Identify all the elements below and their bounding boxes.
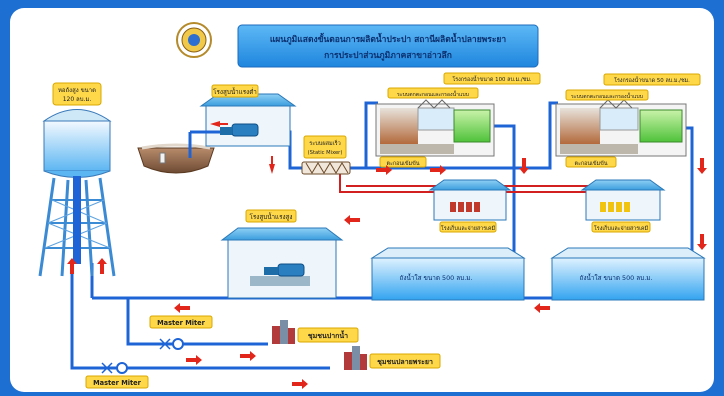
arrow-down-icon bbox=[519, 158, 529, 174]
static-mixer-label-en: (Static Mixer) bbox=[308, 150, 343, 156]
high-pump-label: โรงสูบน้ำแรงสูง bbox=[250, 212, 293, 221]
arrow-right-icon bbox=[240, 351, 256, 361]
clear-water-tank-1 bbox=[370, 247, 526, 301]
process-diagram: แผนภูมิแสดงขั้นตอนการผลิตน้ำประปา สถานีผ… bbox=[38, 22, 707, 389]
tower-label-box bbox=[52, 82, 102, 106]
high-pump-motor-icon bbox=[277, 263, 305, 277]
master-meter-1 bbox=[159, 338, 184, 350]
chem-house-2-label: โรงเก็บและจ่ายสารเคมี bbox=[594, 224, 649, 232]
arrow-right-icon bbox=[210, 121, 228, 127]
sediment-2-label: ระบบตกตะกอนและกรองน้ำแบบ bbox=[571, 92, 643, 100]
chemical-house-1 bbox=[428, 179, 512, 221]
community-1-label: ชุมชนปากน้ำ bbox=[308, 329, 348, 340]
raw-water-pond bbox=[137, 143, 215, 174]
pump-motor-icon bbox=[231, 123, 259, 137]
arrow-up-icon bbox=[67, 258, 77, 274]
master-meter-2 bbox=[101, 362, 128, 374]
title-line-2: การประปาส่วนภูมิภาคสาขาอ่าวลึก bbox=[324, 50, 452, 61]
title-banner bbox=[237, 24, 539, 68]
arrow-down-icon bbox=[697, 158, 707, 174]
meter-2-label-box bbox=[85, 375, 149, 389]
arrow-left-icon bbox=[174, 303, 190, 313]
diagram-board: แผนภูมิแสดงขั้นตอนการผลิตน้ำประปา สถานีผ… bbox=[10, 8, 714, 392]
plant-1-label: โรงกรองน้ำขนาด 100 ลบ.ม./ชม. bbox=[452, 75, 532, 83]
arrow-down-icon bbox=[697, 234, 707, 250]
chem-house-1-label-box bbox=[439, 221, 497, 233]
high-pump-label-box bbox=[245, 209, 297, 223]
plant-2-label-box bbox=[603, 73, 701, 86]
chem-house-2-label-box bbox=[591, 221, 651, 233]
sludge-2-label-box bbox=[565, 156, 617, 168]
community-1-icon bbox=[272, 320, 295, 344]
community-1-label-box bbox=[297, 327, 359, 343]
tower-capacity-text: 120 ลบ.ม. bbox=[63, 96, 92, 103]
water-tower bbox=[38, 88, 116, 277]
arrow-right-icon bbox=[376, 165, 392, 175]
arrow-down-icon bbox=[269, 156, 275, 174]
plant-2-label: โรงกรองน้ำขนาด 50 ลบ.ม./ชม. bbox=[614, 76, 690, 84]
filter-plant-1 bbox=[375, 99, 495, 157]
clear-tank-1-label: ถังน้ำใส ขนาด 500 ลบ.ม. bbox=[400, 273, 473, 282]
flow-arrows bbox=[67, 121, 707, 389]
arrow-up-icon bbox=[97, 258, 107, 274]
community-2-icon bbox=[344, 346, 367, 370]
arrow-left-icon bbox=[534, 303, 550, 313]
community-2-label-box bbox=[369, 353, 441, 369]
arrow-right-icon bbox=[186, 355, 202, 365]
meter-1-label: Master Miter bbox=[157, 319, 206, 327]
chem-house-1-label: โรงเก็บและจ่ายสารเคมี bbox=[441, 224, 496, 232]
sediment-1-label: ระบบตกตะกอนและกรองน้ำแบบ bbox=[397, 90, 469, 98]
filter-plant-2 bbox=[555, 99, 687, 157]
meter-1-label-box bbox=[149, 315, 213, 329]
clear-tank-2-label: ถังน้ำใส ขนาด 500 ลบ.ม. bbox=[580, 273, 653, 282]
sludge-1-label: ตะกอนเข้มข้น bbox=[386, 160, 419, 167]
tower-label-text: หอถังสูง ขนาด bbox=[58, 87, 96, 94]
meter-2-label: Master Miter bbox=[93, 379, 142, 387]
sludge-2-label: ตะกอนเข้มข้น bbox=[574, 160, 607, 167]
logo-seal bbox=[176, 22, 212, 58]
sediment-1-label-box bbox=[387, 87, 479, 99]
arrow-right-icon bbox=[292, 379, 308, 389]
raw-pump-label-box bbox=[211, 84, 259, 98]
arrow-left-icon bbox=[344, 215, 360, 225]
community-2-label: ชุมชนปลายพระยา bbox=[377, 358, 433, 366]
sediment-2-label-box bbox=[565, 89, 649, 101]
clear-water-tank-2 bbox=[550, 247, 706, 301]
high-pump-house bbox=[220, 227, 344, 299]
plant-1-label-box bbox=[443, 72, 541, 85]
chemical-house-2 bbox=[580, 179, 666, 221]
title-line-1: แผนภูมิแสดงขั้นตอนการผลิตน้ำประปา สถานีผ… bbox=[270, 32, 507, 45]
arrow-right-icon bbox=[430, 165, 446, 175]
static-mixer-label-box bbox=[303, 135, 347, 159]
sludge-1-label-box bbox=[379, 156, 427, 168]
static-mixer bbox=[301, 161, 351, 175]
raw-pump-label: โรงสูบน้ำแรงต่ำ bbox=[213, 87, 257, 96]
static-mixer-label-th: ระบบผสมเร็ว bbox=[309, 139, 341, 147]
